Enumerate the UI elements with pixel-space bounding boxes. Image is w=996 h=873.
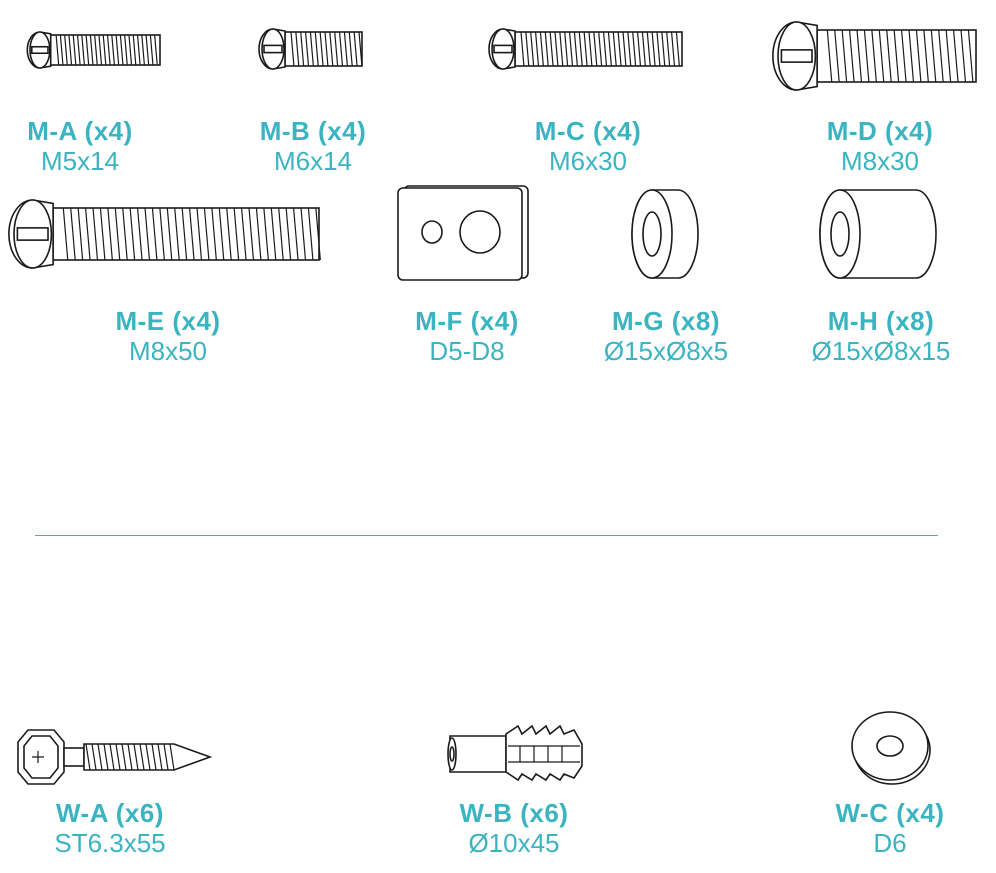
part-spec: M8x30 bbox=[840, 146, 920, 176]
part-spec: ST6.3x55 bbox=[54, 828, 166, 858]
part-code: W-A (x6) bbox=[56, 798, 164, 828]
part-spec: M5x14 bbox=[40, 146, 120, 176]
part-code: M-F (x4) bbox=[415, 306, 519, 336]
part-label-m-a: M-A (x4) M5x14 bbox=[10, 118, 150, 174]
part-spec: M8x50 bbox=[128, 336, 208, 366]
pan-head-bolt-icon bbox=[8, 199, 321, 269]
part-label-w-b: W-B (x6) Ø10x45 bbox=[434, 800, 594, 856]
part-label-m-c: M-C (x4) M6x30 bbox=[518, 118, 658, 174]
part-spec: Ø15xØ8x5 bbox=[603, 336, 729, 366]
part-label-w-a: W-A (x6) ST6.3x55 bbox=[30, 800, 190, 856]
washer-plate-icon bbox=[397, 185, 529, 281]
part-label-m-g: M-G (x8) Ø15xØ8x5 bbox=[588, 308, 744, 364]
part-spec: Ø15xØ8x15 bbox=[811, 336, 951, 366]
part-code: M-B (x4) bbox=[259, 116, 367, 146]
part-spec: M6x14 bbox=[273, 146, 353, 176]
part-code: M-E (x4) bbox=[115, 306, 221, 336]
part-spec: M6x30 bbox=[548, 146, 628, 176]
spacer-tube-icon bbox=[819, 189, 937, 279]
spacer-ring-icon bbox=[631, 189, 699, 279]
part-label-m-e: M-E (x4) M8x50 bbox=[98, 308, 238, 364]
part-code: M-H (x8) bbox=[827, 306, 935, 336]
section-divider bbox=[35, 535, 938, 536]
part-spec: D5-D8 bbox=[429, 336, 505, 366]
part-code: M-G (x8) bbox=[612, 306, 720, 336]
part-label-m-d: M-D (x4) M8x30 bbox=[810, 118, 950, 174]
pan-head-bolt-icon bbox=[26, 31, 161, 69]
pan-head-bolt-icon bbox=[258, 28, 363, 70]
part-code: M-D (x4) bbox=[826, 116, 934, 146]
part-spec: Ø10x45 bbox=[468, 828, 560, 858]
part-code: W-C (x4) bbox=[835, 798, 945, 828]
part-code: M-C (x4) bbox=[534, 116, 642, 146]
part-label-m-h: M-H (x8) Ø15xØ8x15 bbox=[796, 308, 966, 364]
part-label-w-c: W-C (x4) D6 bbox=[810, 800, 970, 856]
lag-screw-icon bbox=[17, 729, 213, 785]
wall-anchor-icon bbox=[447, 724, 583, 782]
part-label-m-f: M-F (x4) D5-D8 bbox=[397, 308, 537, 364]
pan-head-bolt-icon bbox=[772, 21, 977, 91]
part-code: W-B (x6) bbox=[459, 798, 569, 828]
part-spec: D6 bbox=[873, 828, 907, 858]
part-code: M-A (x4) bbox=[27, 116, 133, 146]
pan-head-bolt-icon bbox=[488, 28, 683, 70]
part-label-m-b: M-B (x4) M6x14 bbox=[243, 118, 383, 174]
flat-washer-icon bbox=[851, 711, 931, 785]
